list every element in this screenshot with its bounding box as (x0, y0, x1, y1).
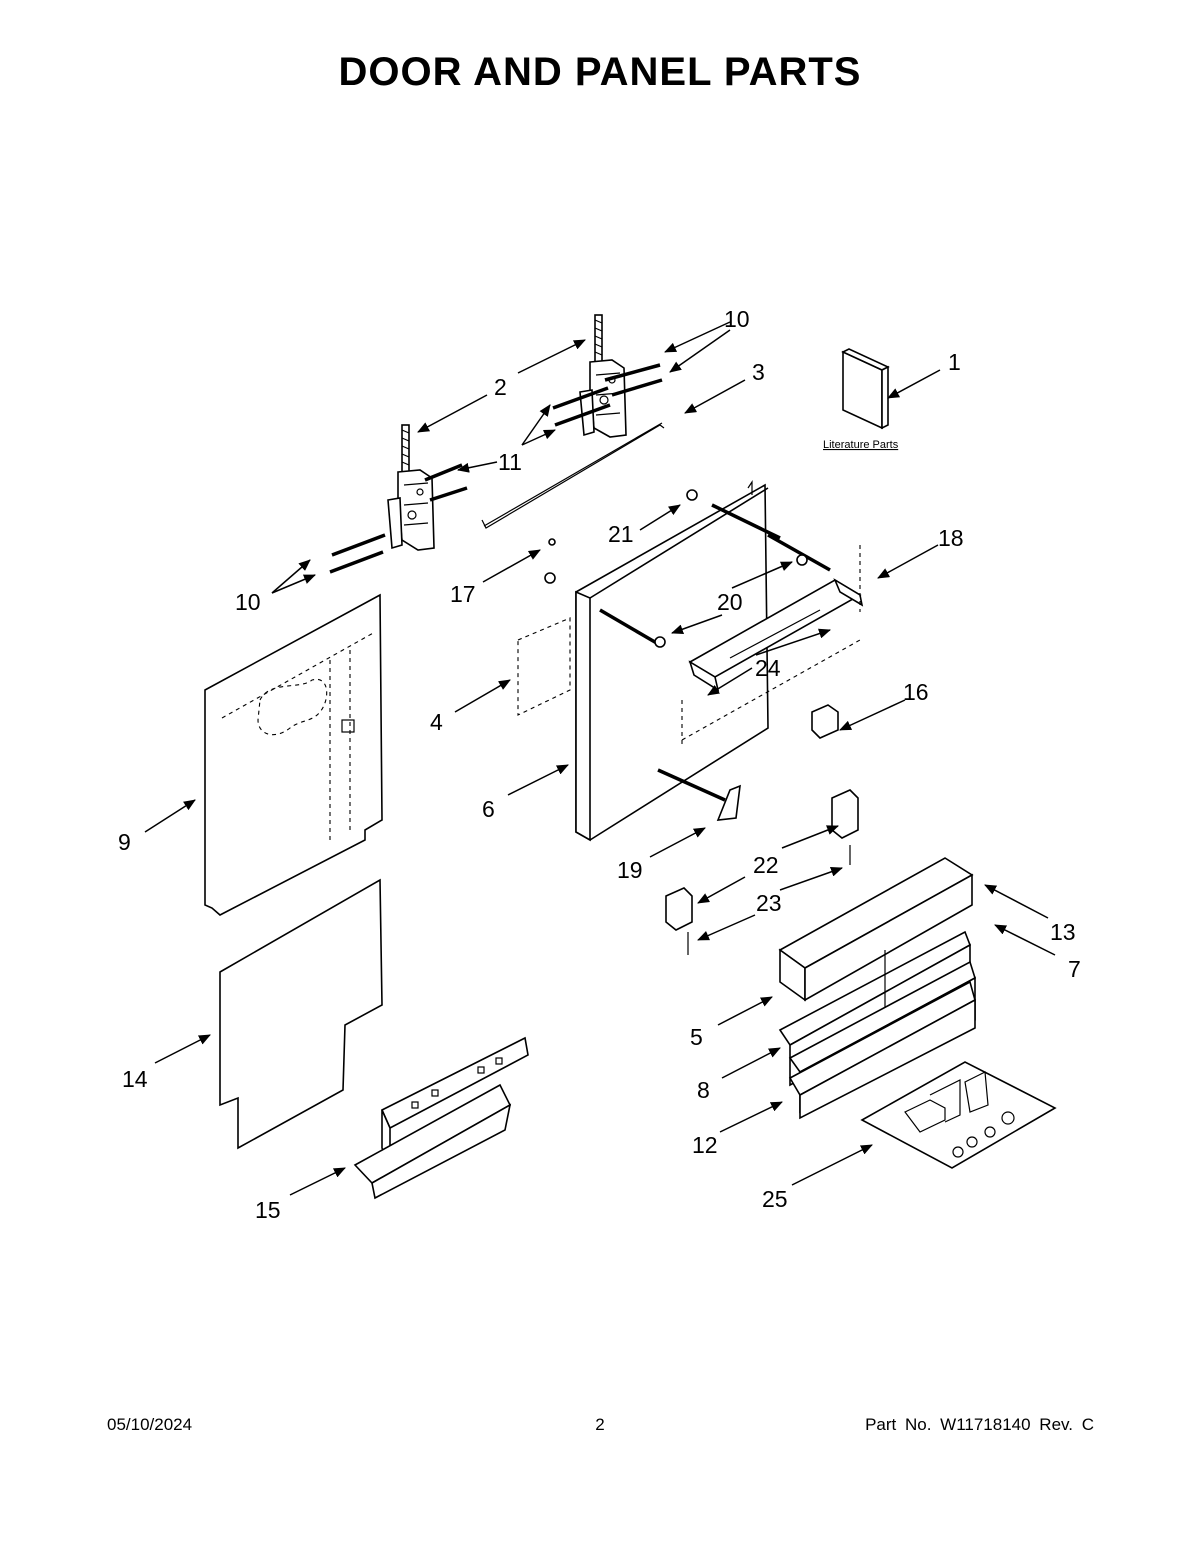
callout-6: 6 (482, 796, 495, 822)
callout-11: 11 (498, 449, 522, 475)
literature-parts-label: Literature Parts (823, 439, 899, 451)
callout-7: 7 (1068, 956, 1081, 982)
literature-parts[interactable] (841, 348, 890, 430)
end-cap-left[interactable] (665, 887, 693, 955)
callout-17: 17 (450, 581, 476, 607)
handle-bracket[interactable] (716, 784, 741, 821)
callout-2: 2 (494, 374, 507, 400)
callout-18: 18 (938, 525, 964, 551)
footer-page-number: 2 (595, 1415, 605, 1434)
hardware-kit[interactable] (860, 1061, 1057, 1169)
outer-door-panel[interactable] (204, 593, 383, 916)
footer-date: 05/10/2024 (107, 1415, 193, 1434)
callout-21: 21 (608, 521, 634, 547)
hinge-screws[interactable] (329, 363, 663, 574)
bottom-hinge-bracket[interactable] (353, 1036, 529, 1200)
callout-22: 22 (753, 852, 779, 878)
footer-part-number: Part No. W11718140 Rev. C (865, 1415, 1094, 1434)
handle-washers[interactable] (544, 489, 808, 648)
callout-1: 1 (948, 349, 961, 375)
panel-clip[interactable] (811, 704, 839, 739)
callout-16: 16 (903, 679, 929, 705)
callout-10-top: 10 (724, 306, 750, 332)
door-cable[interactable] (481, 422, 665, 529)
door-handle[interactable] (681, 545, 864, 745)
callout-labels: 1 2 3 4 5 6 7 8 9 10 10 11 12 13 14 15 1… (118, 306, 1081, 1223)
callout-23: 23 (756, 890, 782, 916)
callout-12: 12 (692, 1132, 718, 1158)
callout-5: 5 (690, 1024, 703, 1050)
callout-9: 9 (118, 829, 131, 855)
inner-door[interactable] (575, 480, 769, 842)
callout-14: 14 (122, 1066, 148, 1092)
callout-19: 19 (617, 857, 643, 883)
callout-24: 24 (755, 655, 781, 681)
callout-13: 13 (1050, 919, 1076, 945)
insulation-panel[interactable] (219, 878, 383, 1150)
callout-3: 3 (752, 359, 765, 385)
page-title: DOOR AND PANEL PARTS (338, 50, 862, 94)
callout-10-left: 10 (235, 589, 261, 615)
door-pad[interactable] (517, 617, 571, 716)
toe-kick-bracket[interactable] (778, 857, 974, 1002)
callout-25: 25 (762, 1186, 788, 1212)
toe-kick-lower[interactable] (788, 980, 976, 1120)
leader-lines (144, 321, 1056, 1196)
callout-4: 4 (430, 709, 443, 735)
handle-rods[interactable] (599, 503, 831, 802)
hinge-left[interactable] (387, 424, 435, 551)
callout-8: 8 (697, 1077, 710, 1103)
callout-20: 20 (717, 589, 743, 615)
callout-15: 15 (255, 1197, 281, 1223)
